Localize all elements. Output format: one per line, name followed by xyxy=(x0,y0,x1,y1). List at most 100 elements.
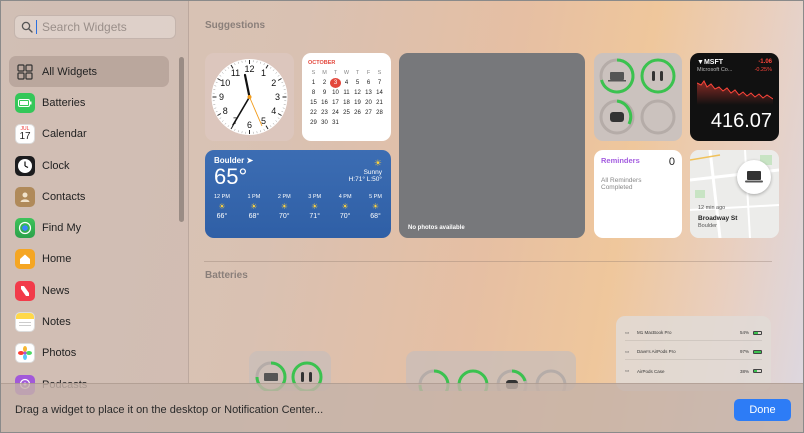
photos-empty-message: No photos available xyxy=(408,225,465,231)
clock-tick xyxy=(227,125,230,128)
clock-tick xyxy=(265,125,269,130)
weather-hour: 2 PM☀70° xyxy=(277,194,291,220)
calendar-icon: JUL 17 xyxy=(15,124,35,145)
laptop-icon xyxy=(737,160,771,194)
sidebar-item-batteries[interactable]: Batteries xyxy=(9,87,169,118)
clock-number: 9 xyxy=(219,92,224,102)
search-input[interactable] xyxy=(42,20,172,34)
clock-tick xyxy=(230,64,234,69)
clock-tick xyxy=(281,81,284,83)
batteries-small-widget[interactable] xyxy=(594,53,682,141)
weather-temp: 65° xyxy=(214,164,248,189)
grid-icon xyxy=(15,62,35,82)
clock-icon xyxy=(15,155,35,176)
calendar-cell xyxy=(374,118,385,128)
clock-tick xyxy=(260,61,262,64)
clock-tick xyxy=(277,113,282,116)
sun-icon: ☀ xyxy=(371,202,380,211)
weather-hour: 5 PM☀68° xyxy=(369,194,382,220)
clock-tick xyxy=(224,122,227,125)
clock-tick xyxy=(219,117,222,119)
reminders-count: 0 xyxy=(668,156,675,168)
clock-tick xyxy=(214,107,217,109)
calendar-cell: 13 xyxy=(365,90,372,96)
done-button[interactable]: Done xyxy=(734,399,791,421)
sidebar-item-label: Calendar xyxy=(42,128,87,141)
sidebar-item-notes[interactable]: Notes xyxy=(9,306,169,337)
sun-icon: ☀ xyxy=(341,202,349,211)
sidebar-scrollbar[interactable] xyxy=(179,57,184,222)
clock-number: 8 xyxy=(223,106,228,116)
calendar-cell: 19 xyxy=(354,100,361,106)
calendar-cell: 10 xyxy=(332,90,339,96)
calendar-cell: 8 xyxy=(311,90,316,96)
clock-number: 2 xyxy=(271,78,276,88)
sidebar: All Widgets Batteries JUL 17 Calendar xyxy=(1,1,189,395)
clock-number: 6 xyxy=(247,120,252,130)
weather-widget[interactable]: Boulder ➤ 65° ☀ Sunny H:71° L:50° 12 PM☀… xyxy=(205,150,391,238)
clock-tick xyxy=(230,125,234,130)
search-field[interactable] xyxy=(14,15,176,39)
clock-tick xyxy=(277,75,280,77)
sidebar-item-all-widgets[interactable]: All Widgets xyxy=(9,56,169,88)
reminders-subtitle: All Reminders Completed xyxy=(601,177,642,191)
calendar-cell: T xyxy=(333,70,338,76)
calendar-cell: 7 xyxy=(377,80,382,86)
calendar-cell: 30 xyxy=(321,120,328,126)
clock-widget[interactable]: 121234567891011 xyxy=(205,53,294,141)
clock-number: 3 xyxy=(275,92,280,102)
calendar-cell: 5 xyxy=(355,80,360,86)
calendar-cell: 2 xyxy=(322,80,327,86)
clock-tick xyxy=(277,78,282,81)
section-divider xyxy=(204,261,772,262)
clock-tick xyxy=(217,78,222,81)
findmy-time: 12 min ago xyxy=(698,205,726,211)
clock-tick xyxy=(234,63,236,66)
sidebar-item-label: All Widgets xyxy=(42,65,98,78)
sidebar-item-label: Photos xyxy=(42,347,77,360)
device-icon: ▭ xyxy=(625,368,630,373)
minute-hand xyxy=(232,96,251,126)
clock-tick xyxy=(272,122,275,125)
sidebar-item-contacts[interactable]: Contacts xyxy=(9,181,169,212)
weather-condition: Sunny xyxy=(363,169,382,176)
clock-tick xyxy=(282,107,285,109)
second-hand xyxy=(249,96,263,127)
weather-hour: 12 PM☀66° xyxy=(214,194,230,220)
weather-hour: 1 PM☀68° xyxy=(247,194,261,220)
findmy-widget[interactable]: 12 min ago Broadway St Boulder xyxy=(690,150,779,238)
sun-icon: ☀ xyxy=(311,202,319,211)
clock-tick xyxy=(224,69,227,72)
clock-tick xyxy=(263,128,265,131)
calendar-cell: 16 xyxy=(321,100,328,106)
calendar-cell: 22 xyxy=(310,110,317,116)
calendar-cell: 31 xyxy=(332,120,339,126)
sidebar-item-find-my[interactable]: Find My xyxy=(9,212,169,243)
sun-icon: ☀ xyxy=(280,202,288,211)
sidebar-item-news[interactable]: News xyxy=(9,275,169,306)
battery-icon xyxy=(15,92,35,113)
stock-percent: -0.25% xyxy=(754,67,772,73)
sidebar-item-clock[interactable]: Clock xyxy=(9,150,169,181)
sun-icon: ☀ xyxy=(373,158,382,168)
stock-sparkline xyxy=(696,80,774,105)
sidebar-item-home[interactable]: Home xyxy=(9,244,169,275)
sidebar-item-photos[interactable]: Photos xyxy=(9,338,169,369)
device-icon: ▭ xyxy=(625,348,630,354)
calendar-cell: W xyxy=(343,70,350,76)
clock-tick xyxy=(215,111,218,113)
weather-hourly: 12 PM☀66°1 PM☀68°2 PM☀70°3 PM☀71°4 PM☀70… xyxy=(214,194,382,220)
calendar-cell: S xyxy=(377,70,382,76)
sidebar-item-label: Clock xyxy=(42,159,70,172)
sidebar-item-calendar[interactable]: JUL 17 Calendar xyxy=(9,119,169,150)
photos-widget[interactable]: No photos available xyxy=(399,53,585,238)
clock-number: 10 xyxy=(220,78,230,88)
clock-tick xyxy=(272,69,275,72)
stocks-widget[interactable]: ▼MSFT -1.06 Microsoft Co... -0.25% 416.0… xyxy=(690,53,779,141)
reminders-widget[interactable]: Reminders 0 All Reminders Completed xyxy=(594,150,682,238)
